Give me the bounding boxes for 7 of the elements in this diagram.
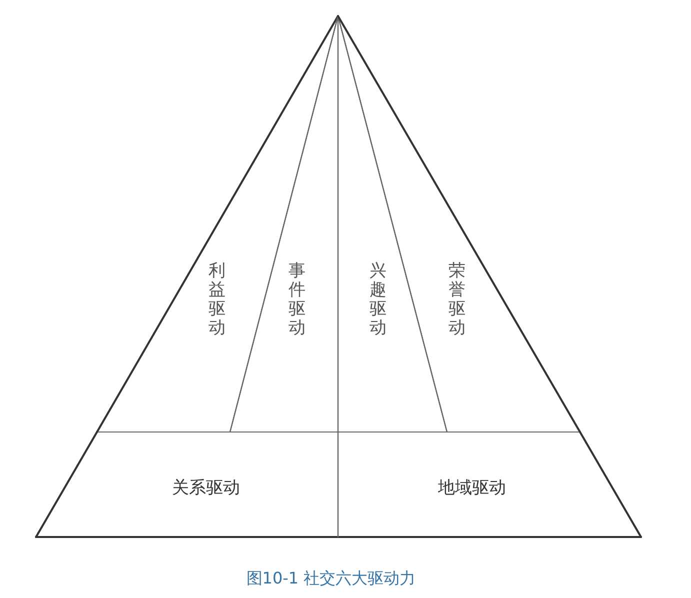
segment-label: 荣誉驱动 [448, 262, 466, 338]
segment-label: 地域驱动 [438, 480, 506, 498]
segment-label: 事件驱动 [288, 262, 306, 338]
segment-label: 关系驱动 [172, 480, 240, 498]
figure-caption: 图10-1 社交六大驱动力 [246, 568, 416, 590]
segment-label: 利益驱动 [208, 262, 226, 338]
segment-label: 兴趣驱动 [370, 262, 386, 338]
